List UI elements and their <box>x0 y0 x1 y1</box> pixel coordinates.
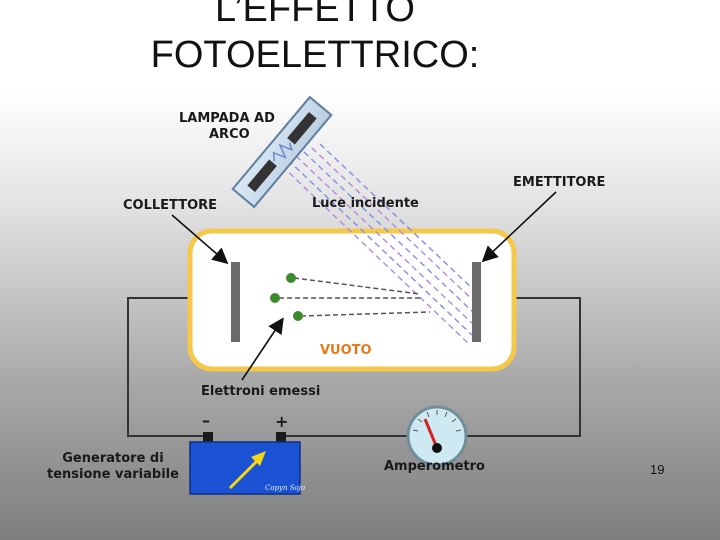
battery-plus-sign: + <box>275 412 289 431</box>
collector-arrow <box>171 214 229 265</box>
vacuum-label: VUOTO <box>320 343 372 358</box>
battery-signature: Copyn Sojo <box>265 484 306 492</box>
generator-label-line-2: tensione variabile <box>47 467 179 482</box>
generator-label: Generatore di tensione variabile <box>47 451 179 483</box>
emitter-arrow <box>481 191 557 263</box>
incident-light-label: Luce incidente <box>312 196 419 211</box>
electrons <box>270 273 303 321</box>
ammeter-pivot <box>432 443 442 453</box>
battery-minus-terminal <box>203 432 213 444</box>
arc-lamp-label: LAMPADA AD ARCO <box>179 111 275 143</box>
right-wire <box>467 297 581 437</box>
emitted-electrons-label: Elettroni emessi <box>201 384 321 399</box>
left-wire <box>127 297 203 437</box>
electron <box>286 273 296 283</box>
arc-lamp <box>231 95 333 209</box>
electron <box>270 293 280 303</box>
arc-lamp-label-line-1: LAMPADA AD <box>179 111 275 126</box>
slide-title-line-2: FOTOELETTRICO: <box>150 34 480 76</box>
generator-label-line-1: Generatore di <box>62 451 164 466</box>
slide-title-line-1: L’EFFETTO <box>215 0 415 30</box>
battery-minus-sign: – <box>202 411 210 430</box>
collector-electrode <box>231 262 240 342</box>
emitter-label: EMETTITORE <box>513 175 606 190</box>
ammeter <box>406 405 468 467</box>
electrons-arrow <box>241 317 284 381</box>
ammeter-label: Amperometro <box>384 459 485 474</box>
arc-lamp-label-line-2: ARCO <box>209 127 250 142</box>
page-number: 19 <box>650 462 665 477</box>
circuit-wires <box>127 297 581 437</box>
emitter-electrode <box>472 262 481 342</box>
battery-arrow-head <box>251 451 266 466</box>
pointer-arrows <box>171 191 557 381</box>
battery-plus-terminal <box>276 432 286 444</box>
electron-trails <box>279 277 431 317</box>
collector-label: COLLETTORE <box>123 198 218 213</box>
incident-light-rays <box>281 143 475 344</box>
ammeter-face <box>406 405 468 467</box>
battery-body <box>189 441 301 495</box>
ammeter-needle <box>423 418 439 449</box>
battery-generator <box>189 432 301 495</box>
slide-title: L’EFFETTO FOTOELETTRICO: <box>0 0 630 78</box>
electron <box>293 311 303 321</box>
battery-arrow-line <box>228 456 262 490</box>
